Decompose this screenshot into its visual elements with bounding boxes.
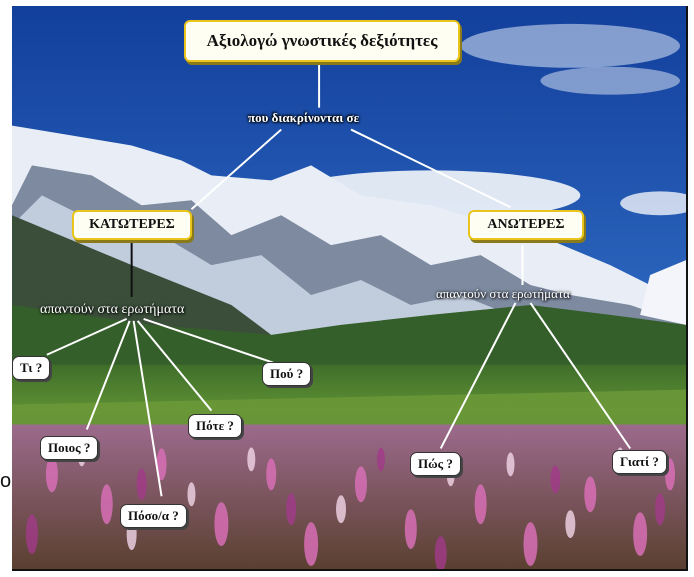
mountain-landscape-background [12,6,686,569]
connector-lines [46,61,631,497]
lower-skills-label: ΚΑΤΩΤΕΡΕΣ [89,217,175,232]
edge-mark: o [0,470,12,492]
question-giati: Γιατί ? [612,450,667,474]
higher-skills-box: ΑΝΩΤΕΡΕΣ [468,210,584,240]
line-to-poios [85,320,131,430]
line-to-poso [132,320,163,497]
line-to-pos [439,302,517,449]
title-box: Αξιολογώ γνωστικές δεξιότητες [184,20,460,62]
question-pos: Πώς ? [410,452,461,476]
question-poios: Ποιος ? [40,436,99,460]
connector-top-label: που διακρίνονται σε [248,110,360,125]
question-poso: Πόσο/α ? [120,504,187,528]
line-to-higher [350,128,511,209]
lower-connector-label: απαντούν στα ερωτήματα [40,302,185,317]
line-to-giati [529,302,631,449]
question-pou: Πού ? [262,362,312,386]
question-pote: Πότε ? [188,414,242,438]
higher-skills-label: ΑΝΩΤΕΡΕΣ [487,217,565,232]
question-ti: Τι ? [12,356,51,380]
diagram-canvas: Αξιολογώ γνωστικές δεξιότητες που διακρί… [12,6,688,571]
line-to-pote [136,320,213,412]
higher-connector-label: απαντούν στα ερωτήματα [436,286,570,301]
title-text: Αξιολογώ γνωστικές δεξιότητες [206,31,438,50]
lower-skills-box: ΚΑΤΩΤΕΡΕΣ [72,210,192,240]
line-to-pou [143,317,274,364]
line-to-lower [190,128,282,211]
line-to-ti [46,317,128,356]
